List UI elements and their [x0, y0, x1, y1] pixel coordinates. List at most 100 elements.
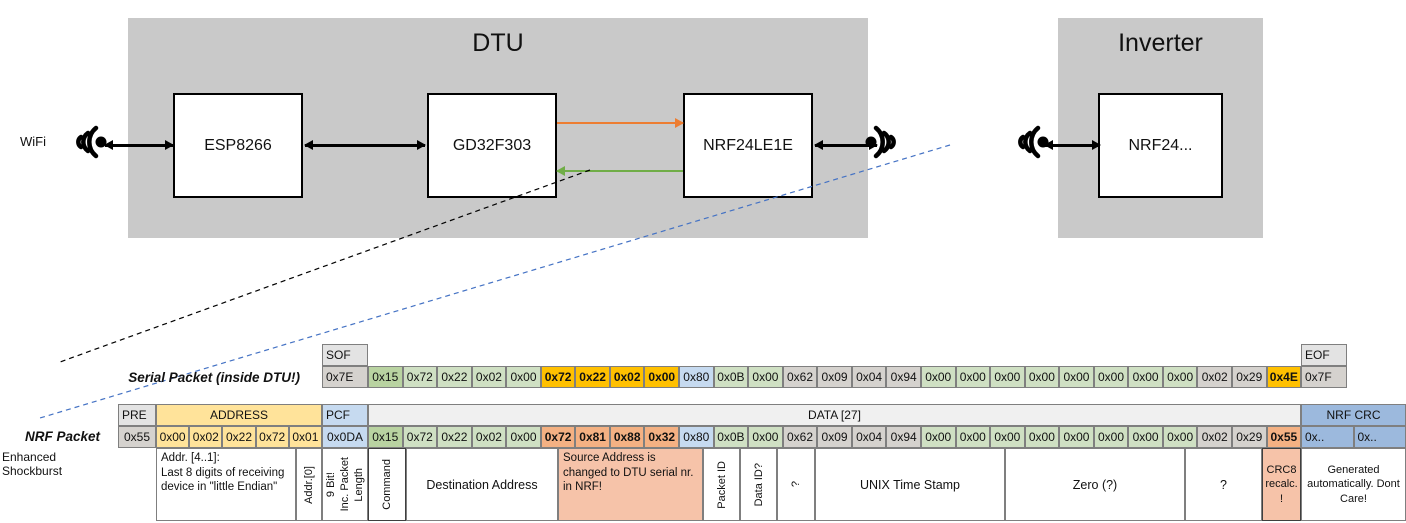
chip-esp8266: ESP8266 — [173, 93, 303, 198]
nrf-byte-17: 0x00 — [955, 426, 991, 448]
dtu-title: DTU — [472, 29, 524, 57]
arrow-esp8266-to-gd32 — [304, 140, 426, 150]
arrow-gd32-to-nrf-command — [557, 118, 684, 128]
serial-sof-header: SOF — [322, 344, 368, 366]
serial-eof-value: 0x7F — [1301, 366, 1347, 388]
nrf-byte-12: 0x62 — [782, 426, 818, 448]
annotation-unknown-1-label: ? — [790, 481, 802, 488]
nrf-byte-4: 0x00 — [506, 426, 541, 448]
serial-byte-4: 0x00 — [506, 366, 541, 388]
nrf-byte-3: 0x02 — [471, 426, 507, 448]
nrf-byte-16: 0x00 — [920, 426, 956, 448]
nrf-byte-8: 0x32 — [644, 426, 680, 448]
nrf-address-byte-1: 0x02 — [189, 426, 223, 448]
serial-byte-2: 0x22 — [437, 366, 472, 388]
serial-byte-15: 0x94 — [886, 366, 921, 388]
annotation-source-address-note: Source Address is changed to DTU serial … — [558, 448, 703, 521]
nrf-address-byte-4: 0x01 — [288, 426, 322, 448]
chip-inverter-nrf24-label: NRF24... — [1128, 136, 1193, 154]
wifi-antenna-icon — [66, 116, 107, 168]
serial-byte-11: 0x00 — [748, 366, 783, 388]
serial-eof-header: EOF — [1301, 344, 1347, 366]
arrow-antenna-to-esp8266 — [104, 140, 174, 150]
nrf-packet-row-label: NRF Packet — [24, 429, 100, 444]
nrf-crc-byte-1: 0x.. — [1353, 426, 1406, 448]
nrf-byte-23: 0x00 — [1162, 426, 1198, 448]
annotation-pcf-note-3: Length — [353, 467, 365, 502]
nrf-crc-header: NRF CRC — [1301, 404, 1406, 426]
serial-byte-18: 0x00 — [990, 366, 1025, 388]
annotation-pcf-note-2: Inc. Packet — [339, 457, 351, 512]
chip-esp8266-label: ESP8266 — [204, 136, 272, 154]
annotation-addr0: Addr.[0] — [296, 448, 322, 521]
nrf-byte-24: 0x02 — [1197, 426, 1232, 448]
chip-gd32f303: GD32F303 — [427, 93, 557, 198]
annotation-addr0-label: Addr.[0] — [303, 465, 315, 504]
nrf-byte-1: 0x72 — [402, 426, 438, 448]
arrow-antenna-to-inverter-nrf24 — [1044, 140, 1101, 150]
nrf-byte-15: 0x94 — [886, 426, 921, 448]
nrf-byte-10: 0x0B — [713, 426, 749, 448]
serial-byte-17: 0x00 — [955, 366, 991, 388]
nrf-pcf-value: 0x0DA — [322, 426, 368, 448]
nrf-byte-20: 0x00 — [1059, 426, 1094, 448]
nrf-byte-19: 0x00 — [1024, 426, 1060, 448]
nrf-byte-22: 0x00 — [1128, 426, 1163, 448]
annotation-unknown-2: ? — [1185, 448, 1262, 521]
annotation-address-note: Addr. [4..1]: Last 8 digits of receiving… — [156, 448, 296, 521]
wifi-label: WiFi — [20, 134, 46, 149]
annotation-command-label: Command — [381, 459, 393, 510]
serial-byte-1: 0x72 — [402, 366, 438, 388]
nrf-pre-header: PRE — [118, 404, 156, 426]
nrf-byte-5: 0x72 — [540, 426, 576, 448]
annotation-packet-id-label: Packet ID — [715, 460, 728, 509]
serial-byte-14: 0x04 — [851, 366, 887, 388]
serial-byte-5: 0x72 — [540, 366, 576, 388]
serial-byte-13: 0x09 — [817, 366, 852, 388]
serial-byte-21: 0x00 — [1093, 366, 1129, 388]
annotation-pcf-note: 9 Bit! Inc. Packet Length — [322, 448, 368, 521]
chip-nrf24le1e: NRF24LE1E — [683, 93, 813, 198]
chip-gd32f303-label: GD32F303 — [452, 136, 532, 154]
serial-byte-25: 0x29 — [1232, 366, 1267, 388]
annotation-unknown-1: ? — [777, 448, 815, 521]
nrf-pcf-header: PCF — [322, 404, 368, 426]
annotation-data-id-label: Data ID? — [752, 462, 765, 507]
nrf-byte-14: 0x04 — [851, 426, 887, 448]
nrf-pre-value: 0x55 — [118, 426, 156, 448]
serial-byte-0: 0x15 — [368, 366, 403, 388]
serial-byte-20: 0x00 — [1059, 366, 1094, 388]
nrf-byte-25: 0x29 — [1232, 426, 1267, 448]
nrf-byte-13: 0x09 — [817, 426, 852, 448]
block-diagram: DTU Inverter WiFi — [20, 18, 1263, 238]
nrf-byte-21: 0x00 — [1093, 426, 1129, 448]
arrow-nrf-to-gd32-response — [556, 166, 683, 176]
annotation-crc-note: Generated automatically. Dont Care! — [1301, 448, 1406, 521]
serial-byte-8: 0x00 — [644, 366, 680, 388]
nrf-data-header: DATA [27] — [368, 404, 1301, 426]
serial-byte-19: 0x00 — [1024, 366, 1060, 388]
serial-byte-22: 0x00 — [1128, 366, 1163, 388]
nrf-byte-7: 0x88 — [609, 426, 645, 448]
serial-byte-9: 0x80 — [679, 366, 714, 388]
nrf-address-byte-0: 0x00 — [156, 426, 190, 448]
nrf-byte-11: 0x00 — [748, 426, 783, 448]
serial-byte-23: 0x00 — [1162, 366, 1198, 388]
annotation-data-id: Data ID? — [740, 448, 777, 521]
chip-inverter-nrf24: NRF24... — [1098, 93, 1223, 198]
chip-nrf24le1e-label: NRF24LE1E — [703, 136, 793, 154]
inverter-antenna-icon — [1008, 116, 1049, 168]
annotation-destination-address: Destination Address — [406, 448, 558, 521]
annotation-crc8-note: CRC8 recalc. ! — [1262, 448, 1301, 521]
serial-byte-10: 0x0B — [713, 366, 749, 388]
nrf-crc-byte-0: 0x.. — [1301, 426, 1354, 448]
serial-byte-24: 0x02 — [1197, 366, 1232, 388]
serial-byte-12: 0x62 — [782, 366, 818, 388]
serial-byte-26: 0x4E — [1266, 366, 1302, 388]
nrf-byte-2: 0x22 — [437, 426, 472, 448]
annotation-unix-time-stamp: UNIX Time Stamp — [815, 448, 1005, 521]
packet-tables: Serial Packet (inside DTU!) NRF Packet E… — [0, 340, 1406, 523]
inverter-title: Inverter — [1118, 29, 1203, 57]
annotation-command: Command — [368, 448, 406, 521]
serial-byte-7: 0x02 — [609, 366, 645, 388]
